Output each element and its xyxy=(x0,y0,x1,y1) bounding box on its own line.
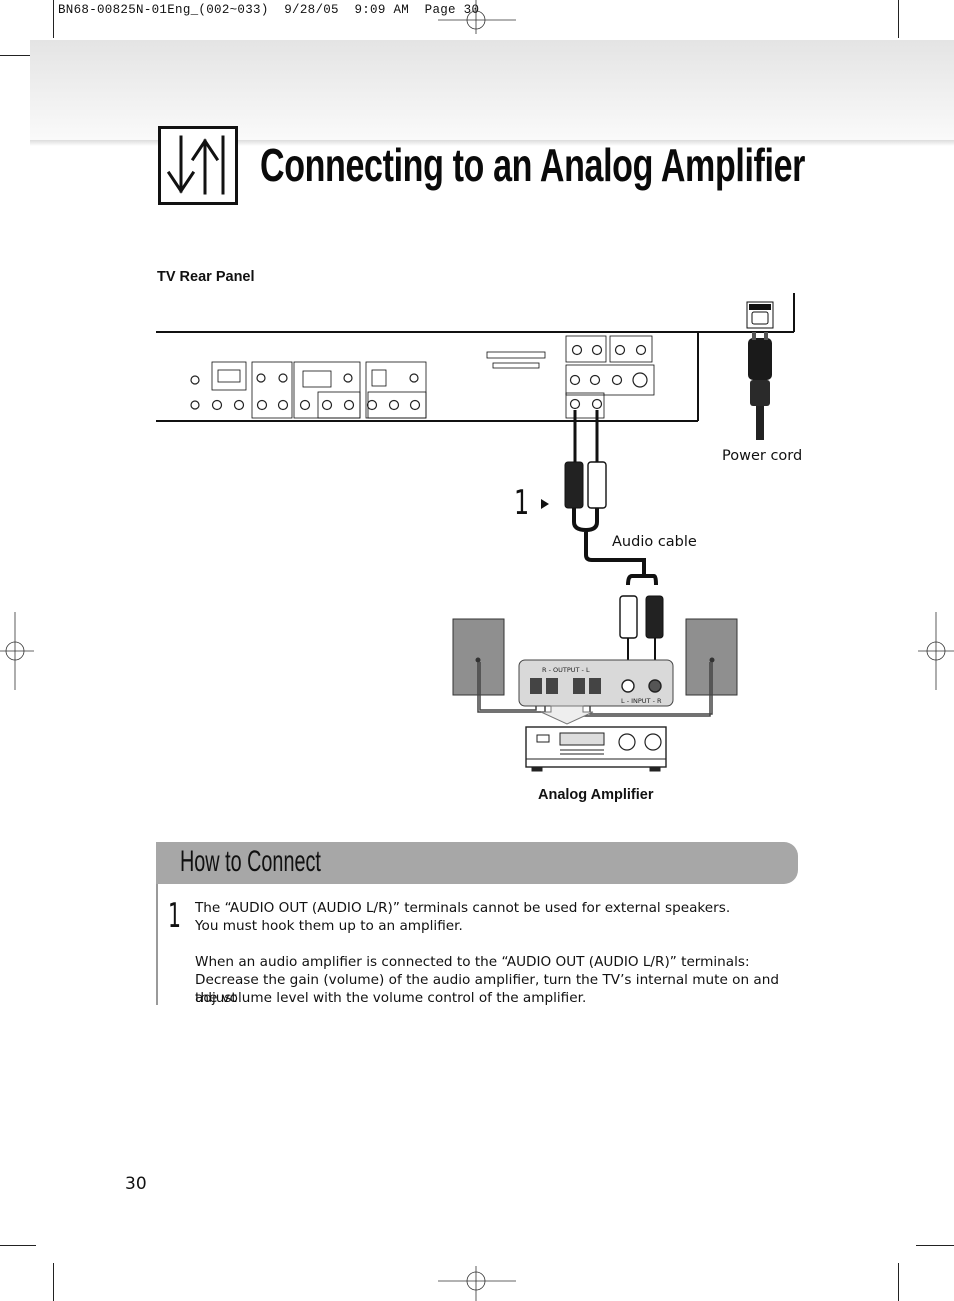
power-cord-label: Power cord xyxy=(722,448,803,464)
audio-cable xyxy=(564,410,664,680)
step-arrow-icon xyxy=(541,499,549,509)
amplifier-label: Analog Amplifier xyxy=(538,787,654,803)
header-banner-edge xyxy=(30,140,954,146)
power-cord-icon xyxy=(746,301,774,440)
step-text-line: You must hook them up to an amplifier. xyxy=(195,918,463,934)
page-number: 30 xyxy=(125,1174,147,1194)
audio-cable-label: Audio cable xyxy=(612,534,697,550)
page-title: Connecting to an Analog Amplifier xyxy=(260,139,806,191)
step-number: 1 xyxy=(168,896,181,936)
print-header: BN68-00825N-01Eng_(002~033) 9/28/05 9:09… xyxy=(58,3,480,17)
how-to-rule xyxy=(156,884,158,1005)
rear-panel-jacks xyxy=(190,344,648,411)
header-banner xyxy=(30,40,954,140)
amp-terminal-panel xyxy=(518,659,674,707)
step-text-line: Decrease the gain (volume) of the audio … xyxy=(195,972,779,1006)
how-to-heading: How to Connect xyxy=(180,845,321,878)
step-text-line: When an audio amplifier is connected to … xyxy=(195,954,750,970)
rear-panel-label: TV Rear Panel xyxy=(157,269,255,285)
amp-input-label: L - INPUT - R xyxy=(621,697,662,705)
step-text-line: The “AUDIO OUT (AUDIO L/R)” terminals ca… xyxy=(195,900,731,916)
connection-arrows-icon xyxy=(158,126,238,205)
amplifier-icon xyxy=(525,726,667,772)
step-callout: 1 xyxy=(514,483,530,523)
how-to-banner xyxy=(156,842,798,884)
tv-rear-panel xyxy=(156,293,795,422)
amp-output-label: R - OUTPUT - L xyxy=(542,666,590,674)
step-text-line: the volume level with the volume control… xyxy=(195,990,587,1006)
